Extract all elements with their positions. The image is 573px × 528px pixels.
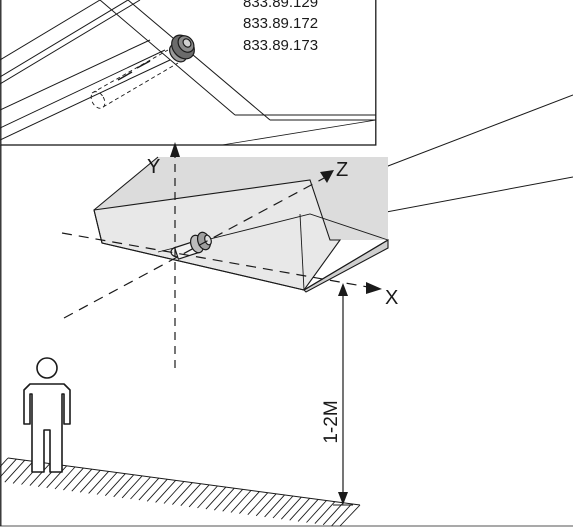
y-axis-label: Y <box>147 156 160 178</box>
inset-sensor-head <box>169 34 195 63</box>
floor-hatch-stroke <box>146 478 168 502</box>
y-axis-arrow <box>170 142 180 157</box>
floor-hatch-stroke <box>188 484 210 508</box>
floor-hatch-stroke <box>339 504 361 527</box>
inset-frame <box>0 0 377 146</box>
part-number-3: 833.89.173 <box>243 37 318 54</box>
floor-hatch-stroke <box>155 480 176 503</box>
person-icon <box>23 357 71 473</box>
floor-hatch-stroke <box>29 463 51 486</box>
floor-hatch-stroke <box>63 467 84 491</box>
floor-hatch-stroke <box>138 477 160 501</box>
inset-detail-view: 833.89.129 833.89.172 833.89.173 <box>0 0 377 146</box>
floor-hatch-stroke <box>163 481 185 504</box>
floor-line <box>7 457 361 506</box>
floor-hatch-stroke <box>54 466 76 490</box>
height-dimension <box>333 283 353 506</box>
floor-hatch-stroke <box>130 476 151 500</box>
floor-hatch-stroke <box>297 499 319 522</box>
floor-hatching <box>0 457 361 527</box>
z-axis-arrow <box>320 170 334 183</box>
inset-tube-markings <box>117 60 151 81</box>
floor-hatch-stroke <box>121 475 143 499</box>
floor-hatch-stroke <box>96 472 118 495</box>
x-axis-label: X <box>385 287 398 309</box>
floor-hatch-stroke <box>247 492 269 516</box>
floor-hatch-stroke <box>46 465 68 489</box>
floor-hatch-stroke <box>239 491 260 514</box>
floor-hatch-stroke <box>289 497 311 521</box>
floor-hatch-stroke <box>213 487 235 511</box>
outer-frame <box>0 145 573 527</box>
part-number-2: 833.89.172 <box>243 15 318 32</box>
x-axis-line <box>61 232 369 288</box>
floor-hatch-stroke <box>331 503 352 527</box>
floor-hatch-stroke <box>197 485 218 509</box>
inset-ceiling-profile <box>0 0 377 146</box>
floor-hatch-stroke <box>314 501 336 524</box>
floor-hatch-stroke <box>280 496 302 520</box>
floor-hatch-stroke <box>113 474 135 498</box>
floor-hatch-stroke <box>71 468 93 492</box>
floor-hatch-stroke <box>230 490 252 513</box>
floor-hatch-stroke <box>88 471 109 494</box>
floor-hatch-stroke <box>272 495 294 519</box>
floor-hatch-stroke <box>255 493 277 517</box>
floor-hatch-stroke <box>4 459 26 483</box>
x-axis-arrow <box>366 282 382 294</box>
floor-hatch-stroke <box>12 461 34 484</box>
block-top <box>94 157 388 240</box>
floor-hatch-stroke <box>205 486 227 510</box>
floor-hatch-stroke <box>222 488 244 512</box>
floor-hatch-stroke <box>306 500 327 523</box>
z-axis-line <box>63 176 327 319</box>
z-axis-label: Z <box>336 159 348 181</box>
floor-hatch-stroke <box>0 458 17 478</box>
floor-hatch-stroke <box>180 483 202 507</box>
mounting-height-label: 1-2M <box>321 400 342 443</box>
floor-hatch-stroke <box>79 469 101 493</box>
floor-hatch-stroke <box>104 473 126 497</box>
part-number-1: 833.89.129 <box>243 0 318 11</box>
floor-hatch-stroke <box>322 502 344 526</box>
axes <box>61 142 382 368</box>
inset-hidden-tube <box>90 49 179 109</box>
floor-hatch-stroke <box>0 457 9 468</box>
floor-hatch-stroke <box>172 482 193 505</box>
floor-hatch-stroke <box>264 494 285 518</box>
